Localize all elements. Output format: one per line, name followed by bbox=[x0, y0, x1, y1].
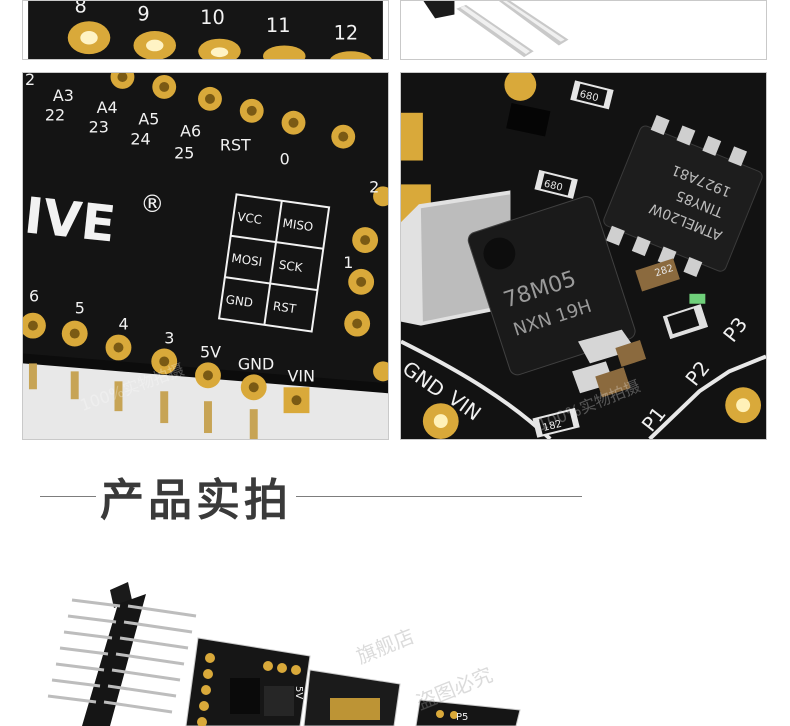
pin-header-strip bbox=[47, 582, 197, 726]
pcb-pin-numbers-figure: 8 9 10 11 12 bbox=[28, 1, 383, 59]
photo-board-components: 680 ATMEL20W TINY85 1927A81 680 bbox=[400, 72, 767, 440]
heading-rule-right bbox=[296, 495, 582, 497]
board-main: 5V bbox=[185, 637, 311, 726]
pin-label: 8 bbox=[75, 1, 87, 18]
isp-label: VCC bbox=[236, 210, 263, 227]
pin-label: 0 bbox=[280, 150, 290, 169]
isp-label: SCK bbox=[278, 258, 305, 275]
pin-label: RST bbox=[220, 136, 251, 155]
pin-label: 24 bbox=[130, 130, 150, 149]
header-pins-figure bbox=[406, 1, 761, 59]
board-label: P5 bbox=[456, 712, 468, 723]
registered-mark: ® bbox=[140, 190, 164, 218]
gold-pad-row bbox=[67, 21, 372, 59]
product-overview-figure: 5V P5 旗舰店 盗图必究 bbox=[0, 560, 790, 726]
mcu-chip: ATMEL20W TINY85 1927A81 bbox=[603, 115, 763, 277]
pin-label: 4 bbox=[118, 315, 128, 334]
section-title-text: 产品实拍 bbox=[100, 475, 292, 526]
pin-label: 2 bbox=[369, 177, 379, 196]
pin-label: A6 bbox=[180, 122, 201, 141]
photo-board-underside: 2 A3 A4 A5 A6 RST 0 22 23 24 25 IVE ® VC… bbox=[22, 72, 389, 440]
heading-rule-left bbox=[40, 495, 96, 497]
photo-pcb-pin-numbers: 8 9 10 11 12 bbox=[22, 0, 389, 60]
pin-label: 3 bbox=[164, 329, 174, 348]
pin-label: 23 bbox=[89, 118, 109, 137]
pin-label: VIN bbox=[288, 366, 315, 385]
resistor-label: 680 bbox=[578, 89, 599, 104]
pin-label: 22 bbox=[45, 106, 65, 125]
pin-label: 11 bbox=[266, 14, 291, 37]
isp-label: MISO bbox=[282, 216, 314, 234]
pin-label: 12 bbox=[334, 22, 359, 45]
pin-label: 2 bbox=[25, 73, 35, 89]
resistor-label: 680 bbox=[543, 179, 564, 194]
voltage-regulator: 78M05 NXN 19H bbox=[401, 190, 636, 376]
pin-label: 5 bbox=[75, 299, 85, 318]
pin-label: 9 bbox=[137, 2, 149, 25]
pin-label: A5 bbox=[138, 110, 159, 129]
board-label: 5V bbox=[293, 686, 304, 699]
board-underside-figure: 2 A3 A4 A5 A6 RST 0 22 23 24 25 IVE ® VC… bbox=[23, 73, 388, 439]
pin-label: 5V bbox=[200, 342, 221, 361]
isp-label: RST bbox=[272, 299, 298, 316]
pin-label: A3 bbox=[53, 86, 74, 105]
isp-label: GND bbox=[225, 292, 254, 310]
brand-text: IVE bbox=[23, 186, 118, 253]
pin-label: A4 bbox=[97, 98, 118, 117]
pin-label: 6 bbox=[29, 287, 39, 306]
pin-label: 10 bbox=[200, 6, 225, 29]
pin-label: GND bbox=[238, 354, 274, 373]
photo-product-overview: 5V P5 旗舰店 盗图必究 bbox=[0, 560, 790, 726]
board-components-figure: 680 ATMEL20W TINY85 1927A81 680 bbox=[401, 73, 766, 439]
isp-label: MOSI bbox=[231, 251, 263, 269]
isp-header-box: VCC MISO MOSI SCK GND RST bbox=[217, 193, 331, 333]
pin-label: 1 bbox=[343, 253, 353, 272]
photo-header-pins bbox=[400, 0, 767, 60]
section-heading: 产品实拍 bbox=[40, 466, 582, 526]
resistor-label: 182 bbox=[542, 419, 563, 434]
pin-label: 25 bbox=[174, 144, 194, 163]
